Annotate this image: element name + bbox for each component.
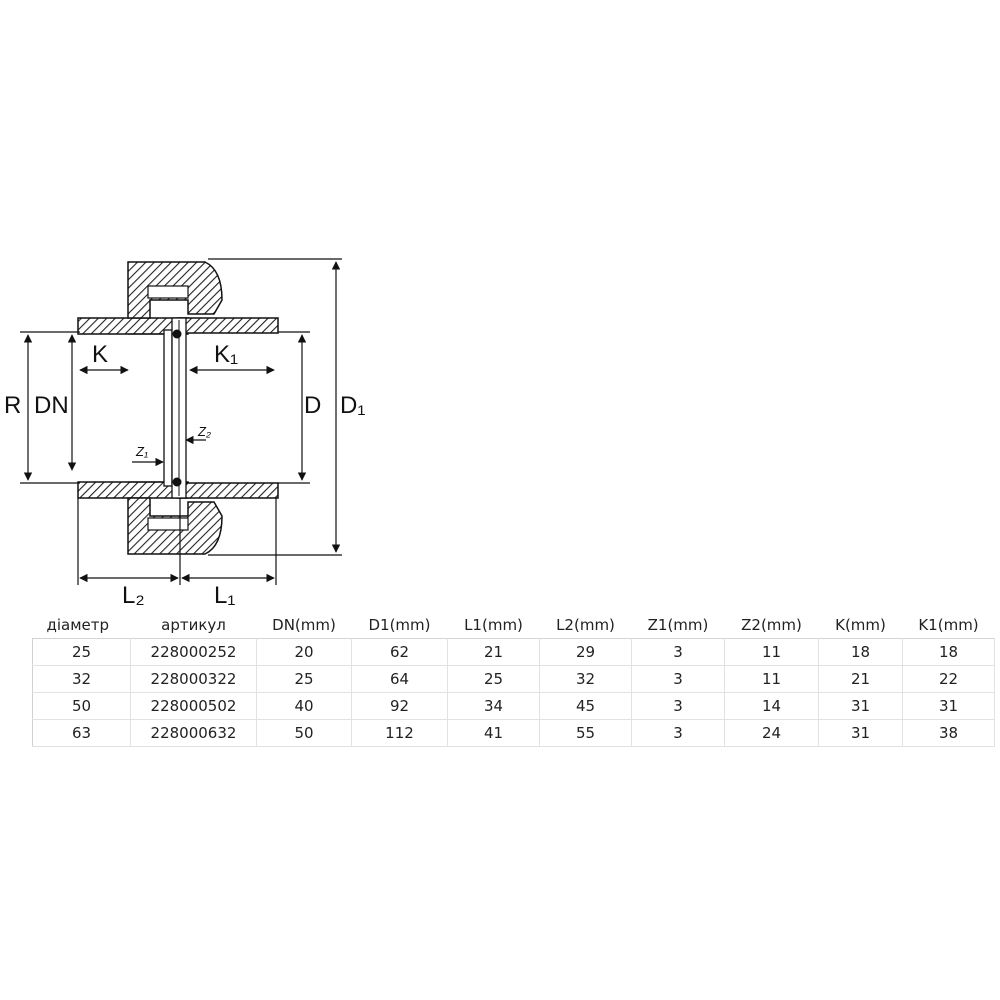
- table-cell: 31: [902, 692, 995, 720]
- table-cell: 32: [539, 665, 632, 693]
- fitting-body: [77, 261, 279, 555]
- table-row: 32 228000322 25 64 25 32 3 11 21 22: [32, 665, 995, 693]
- table-cell: 45: [539, 692, 632, 720]
- header-z2: Z2(mm): [741, 616, 802, 634]
- table-cell: 18: [818, 638, 903, 666]
- header-z1: Z1(mm): [647, 616, 709, 634]
- table-row: 63 228000632 50 112 41 55 3 24 31 38: [32, 719, 995, 747]
- label-K: K: [92, 341, 108, 368]
- table-cell: 3: [631, 665, 725, 693]
- table-cell: 22: [902, 665, 995, 693]
- label-D: D: [304, 392, 321, 419]
- header-diameter: діаметр: [46, 616, 110, 634]
- label-D1: D₁: [340, 392, 365, 419]
- table-cell: 31: [818, 719, 903, 747]
- dimension-lines: [20, 258, 342, 585]
- table-cell: 25: [447, 665, 540, 693]
- table-cell: 11: [724, 665, 819, 693]
- table-cell: 92: [351, 692, 448, 720]
- header-d1: D1(mm): [368, 616, 431, 634]
- header-l1: L1(mm): [464, 616, 523, 634]
- table-cell: 20: [256, 638, 352, 666]
- table-cell: 34: [447, 692, 540, 720]
- table-cell: 50: [256, 719, 352, 747]
- table-cell: 3: [631, 692, 725, 720]
- label-Z2: Z₂: [197, 424, 211, 439]
- table-cell: 40: [256, 692, 352, 720]
- table-row: 50 228000502 40 92 34 45 3 14 31 31: [32, 692, 995, 720]
- table-cell: 25: [256, 665, 352, 693]
- table-cell: 41: [447, 719, 540, 747]
- table-cell: 32: [32, 665, 131, 693]
- label-R: R: [4, 392, 21, 419]
- table-cell: 112: [351, 719, 448, 747]
- table-cell: 228000252: [130, 638, 257, 666]
- table-cell: 3: [631, 719, 725, 747]
- header-dn: DN(mm): [272, 616, 336, 634]
- table-row: 25 228000252 20 62 21 29 3 11 18 18: [32, 638, 995, 666]
- table-cell: 24: [724, 719, 819, 747]
- table-cell: 228000502: [130, 692, 257, 720]
- dimension-labels: R DN K K₁ D D₁ Z₁ Z₂ L₂ L₁: [4, 341, 365, 609]
- table-cell: 228000632: [130, 719, 257, 747]
- label-L2: L₂: [122, 582, 145, 609]
- header-l2: L2(mm): [556, 616, 615, 634]
- table-cell: 63: [32, 719, 131, 747]
- table-cell: 64: [351, 665, 448, 693]
- table-cell: 21: [447, 638, 540, 666]
- label-DN: DN: [34, 392, 69, 419]
- table-cell: 14: [724, 692, 819, 720]
- table-cell: 62: [351, 638, 448, 666]
- label-Z1: Z₁: [135, 444, 148, 459]
- table-cell: 38: [902, 719, 995, 747]
- spec-table: діаметр артикул DN(mm) D1(mm) L1(mm) L2(…: [32, 612, 995, 747]
- header-article: артикул: [161, 616, 226, 634]
- table-cell: 11: [724, 638, 819, 666]
- table-header-row: діаметр артикул DN(mm) D1(mm) L1(mm) L2(…: [33, 612, 995, 639]
- table-cell: 31: [818, 692, 903, 720]
- header-k1: K1(mm): [918, 616, 979, 634]
- table-cell: 18: [902, 638, 995, 666]
- table-cell: 25: [32, 638, 131, 666]
- fitting-drawing: R DN K K₁ D D₁ Z₁ Z₂ L₂ L₁: [4, 258, 365, 609]
- table-cell: 55: [539, 719, 632, 747]
- header-k: K(mm): [835, 616, 886, 634]
- table-cell: 228000322: [130, 665, 257, 693]
- table-cell: 29: [539, 638, 632, 666]
- table-cell: 50: [32, 692, 131, 720]
- table-cell: 21: [818, 665, 903, 693]
- label-K1: K₁: [214, 341, 238, 368]
- table-cell: 3: [631, 638, 725, 666]
- label-L1: L₁: [214, 582, 235, 609]
